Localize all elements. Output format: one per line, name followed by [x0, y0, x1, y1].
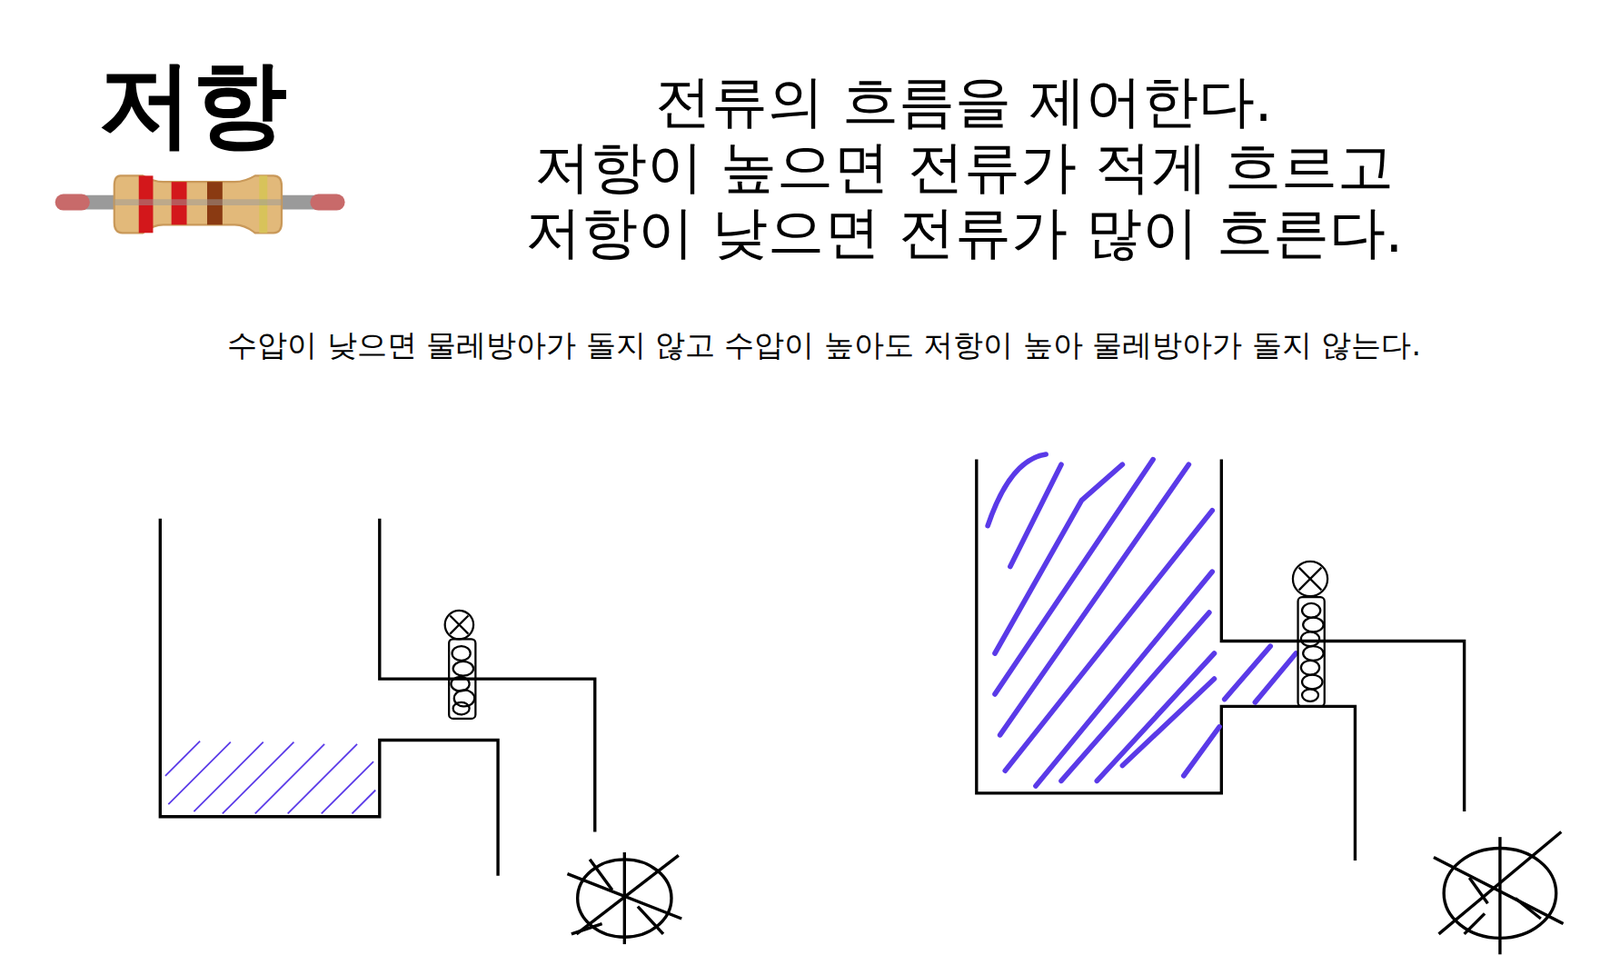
analogy-note: 수압이 낮으면 물레방아가 돌지 않고 수압이 높아도 저항이 높아 물레방아가… — [227, 328, 1422, 362]
definition-text: 전류의 흐름을 제어한다. — [655, 70, 1273, 133]
valve-spring-low — [445, 610, 477, 719]
valve-spring-high — [1292, 561, 1328, 706]
definition-text: 저항이 높으면 전류가 적게 흐르고 — [534, 136, 1395, 199]
water-wheel-low — [566, 852, 682, 945]
water-hatch-low — [165, 741, 376, 815]
water-tank-high — [976, 459, 1465, 861]
water-tank-low — [159, 518, 595, 876]
title-heading: 저항 — [98, 56, 288, 151]
water-wheel-high — [1433, 832, 1564, 955]
definition-text: 저항이 낮으면 전류가 많이 흐른다. — [525, 201, 1404, 264]
resistor-symbol — [63, 175, 338, 233]
water-hatch-high — [987, 454, 1296, 786]
